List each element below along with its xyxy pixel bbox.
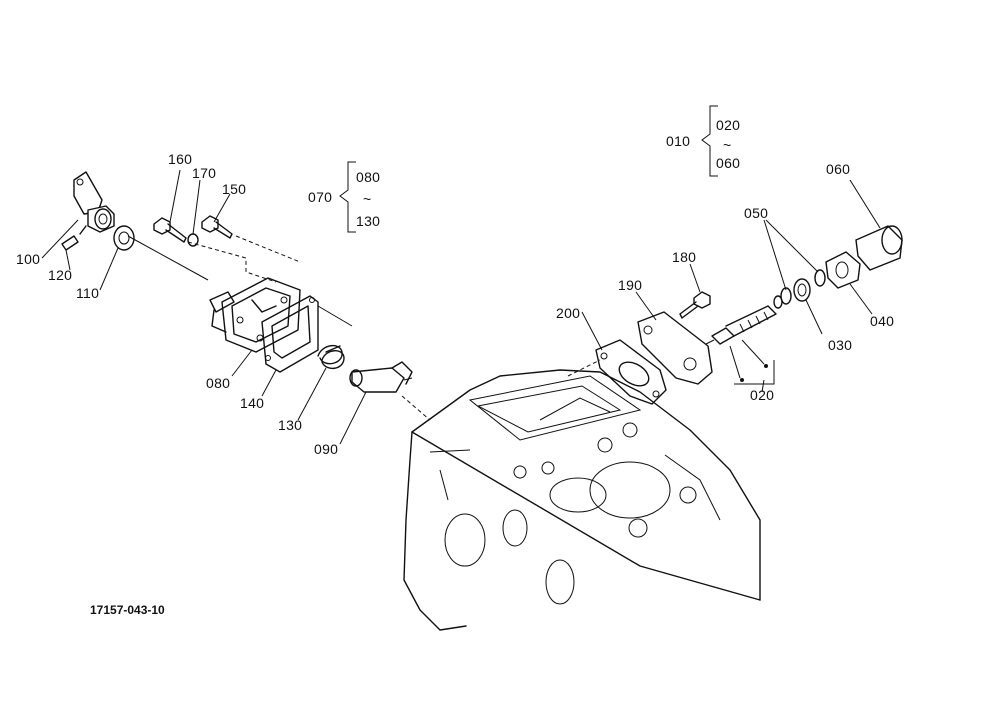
label-200: 200 <box>556 305 580 321</box>
gasket-200 <box>595 339 667 405</box>
label-070: 070 <box>308 189 332 205</box>
leader-lines <box>41 169 881 445</box>
label-060: 060 <box>826 161 850 177</box>
tilde-010: ~ <box>723 137 731 153</box>
ring-030 <box>793 278 811 302</box>
label-020: 020 <box>750 387 774 403</box>
label-180: 180 <box>672 249 696 265</box>
label-190: 190 <box>618 277 642 293</box>
drawing-code: 17157-043-10 <box>90 603 165 617</box>
brace-010 <box>701 105 718 177</box>
label-160: 160 <box>168 151 192 167</box>
label-170: 170 <box>192 165 216 181</box>
bolt-150 <box>201 215 233 239</box>
label-080-brace: 080 <box>356 169 380 185</box>
label-150: 150 <box>222 181 246 197</box>
bolt-180 <box>679 291 711 319</box>
right-assembly-axis <box>567 339 768 382</box>
pump-cover-080 <box>209 277 301 353</box>
cap-060 <box>855 225 903 271</box>
valve-020 <box>711 295 783 345</box>
washer-050 <box>780 287 792 305</box>
pin-120 <box>61 235 79 251</box>
label-040: 040 <box>870 313 894 329</box>
label-110: 110 <box>76 285 99 301</box>
bolt-160 <box>153 217 187 243</box>
label-090: 090 <box>314 441 338 457</box>
label-080: 080 <box>206 375 230 391</box>
label-120: 120 <box>48 267 72 283</box>
tilde-070: ~ <box>363 191 371 207</box>
label-100: 100 <box>16 251 40 267</box>
brace-070 <box>339 161 356 233</box>
label-060-brace: 060 <box>716 155 740 171</box>
label-030: 030 <box>828 337 852 353</box>
label-020-brace: 020 <box>716 117 740 133</box>
collar-110 <box>113 225 135 251</box>
left-assembly-axis <box>127 235 431 421</box>
gasket-140 <box>261 295 319 373</box>
nut-040 <box>825 251 861 289</box>
lever-100 <box>73 171 115 235</box>
label-130-brace: 130 <box>356 213 380 229</box>
label-050: 050 <box>744 205 768 221</box>
spring-130 <box>317 345 345 369</box>
cover-190 <box>637 311 713 385</box>
label-130: 130 <box>278 417 302 433</box>
label-010: 010 <box>666 133 690 149</box>
engine-block <box>403 369 761 631</box>
label-140: 140 <box>240 395 264 411</box>
washer-050-b <box>814 269 826 287</box>
shaft-090 <box>349 361 413 393</box>
